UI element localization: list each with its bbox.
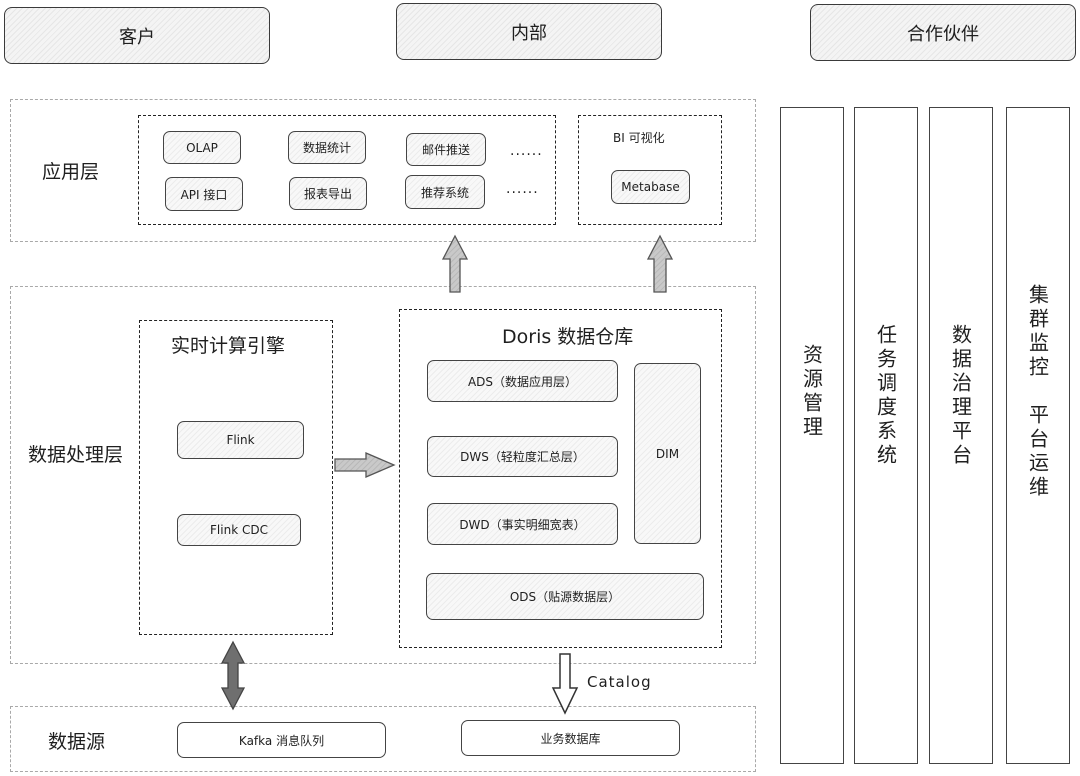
arrow-up-to-application [441,234,469,293]
side-column-data-governance: 数据治理平台 [929,107,993,764]
app-item-report-export: 报表导出 [289,177,367,210]
app-item-olap: OLAP [163,131,241,164]
engine-flink: Flink [177,421,304,459]
warehouse-layer-ods: ODS（贴源数据层） [426,573,704,620]
app-item-api: API 接口 [165,177,243,211]
application-layer-frame [10,99,756,242]
arrow-up-to-bi [646,234,674,293]
application-layer-label: 应用层 [42,161,100,183]
arrow-catalog-down [551,653,579,715]
app-more-ellipsis-1: ...... [510,143,543,159]
realtime-engine-group [139,320,333,635]
side-column-task-scheduling-label: 任务调度系统 [873,324,898,468]
partners-header-label: 合作伙伴 [907,23,979,45]
internal-header: 内部 [396,3,662,60]
bi-visualization-group [578,115,722,225]
internal-header-label: 内部 [511,22,547,44]
side-column-cluster-monitoring: 集群监控 平台运维 [1006,107,1070,764]
engine-flink-cdc: Flink CDC [177,514,301,546]
side-column-cluster-monitoring-label: 集群监控 平台运维 [1025,284,1050,500]
side-column-resource-management: 资源管理 [780,107,844,764]
side-column-resource-management-label: 资源管理 [799,344,824,440]
app-more-ellipsis-2: ...... [506,181,539,197]
data-source-layer-label: 数据源 [48,731,106,753]
warehouse-layer-dwd: DWD（事实明细宽表） [427,503,618,545]
customer-header: 客户 [4,7,270,64]
arrow-engine-to-warehouse [334,452,396,478]
app-item-data-statistics: 数据统计 [288,131,366,164]
doris-warehouse-group [399,309,722,648]
side-column-data-governance-label: 数据治理平台 [948,324,973,468]
bi-tool-metabase: Metabase [611,170,690,204]
data-source-layer-frame [10,706,756,772]
catalog-label: Catalog [587,673,652,691]
warehouse-layer-dws: DWS（轻粒度汇总层） [427,436,618,477]
bi-visualization-title: BI 可视化 [613,131,665,145]
app-item-recommendation: 推荐系统 [405,175,485,209]
customer-header-label: 客户 [119,26,155,48]
warehouse-layer-ads: ADS（数据应用层） [427,360,618,402]
arrow-engine-kafka-bidirectional [220,640,246,711]
app-item-email-push: 邮件推送 [406,133,486,166]
source-business-db: 业务数据库 [461,720,680,756]
processing-layer-label: 数据处理层 [28,444,124,466]
realtime-engine-title: 实时计算引擎 [171,335,286,357]
source-kafka: Kafka 消息队列 [177,722,386,758]
side-column-task-scheduling: 任务调度系统 [854,107,918,764]
partners-header: 合作伙伴 [810,4,1076,61]
application-services-group [138,115,556,225]
warehouse-dim: DIM [634,363,701,544]
processing-layer-frame [10,286,756,664]
doris-warehouse-title: Doris 数据仓库 [502,326,634,348]
